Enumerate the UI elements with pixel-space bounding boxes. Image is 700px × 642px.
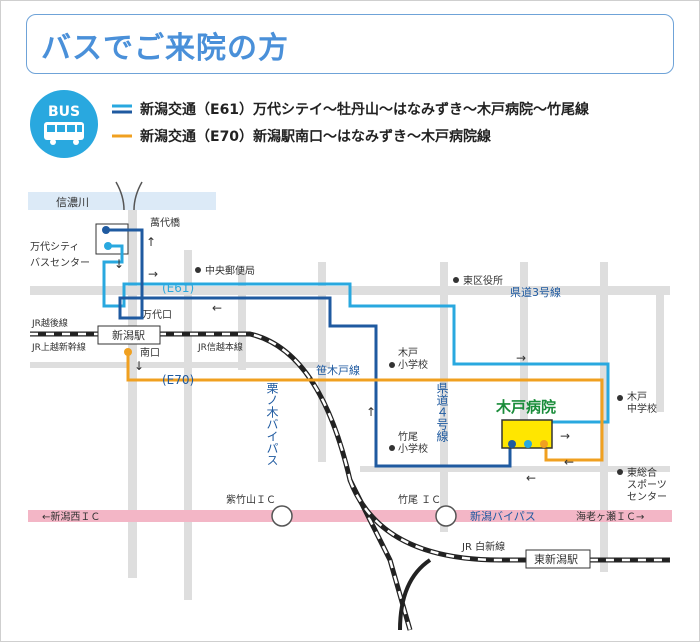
kido-elem-label-2: 小学校 — [398, 358, 428, 371]
east-ward-office-label: 東区役所 — [463, 274, 503, 287]
river-label: 信濃川 — [56, 195, 89, 209]
takeo-ic-marker — [435, 505, 457, 527]
east-ward-office-marker — [453, 277, 459, 283]
legend-e61-label: 新潟交通（E61）万代シテイ〜牡丹山〜はなみずき〜木戸病院〜竹尾線 — [140, 101, 589, 118]
kido-elem-marker — [389, 362, 395, 368]
bandai-center-label-1: 万代シティ — [30, 241, 79, 253]
post-office-label: 中央郵便局 — [205, 264, 255, 277]
legend-e70: 新潟交通（E70）新潟駅南口〜はなみずき〜木戸病院線 — [112, 128, 491, 145]
jr-echigo-label: JR越後線 — [31, 317, 68, 329]
e61-outbound-start-marker — [104, 242, 112, 250]
hospital-label: 木戸病院 — [495, 398, 556, 416]
minami-guchi-label: 南口 — [140, 346, 160, 359]
higashi-niigata-station — [525, 549, 591, 569]
svg-text:↑: ↑ — [146, 235, 156, 249]
niigata-station — [97, 325, 161, 345]
post-office-marker — [195, 267, 201, 273]
ebigase-ic-label: 海老ヶ瀬ＩＣ→ — [576, 510, 644, 523]
niigata-bypass-label: 新潟バイパス — [470, 509, 536, 523]
takeo-elem-label-1: 竹尾 — [398, 430, 418, 443]
sasakido-line-label: 笹木戸線 — [316, 363, 360, 377]
svg-text:→: → — [516, 351, 526, 365]
jr-shinetsu-label: JR信越本線 — [197, 341, 243, 353]
niigata-station-label: 新潟駅 — [112, 328, 145, 342]
svg-text:←: ← — [212, 301, 222, 315]
nishi-ic-label: ←新潟西ＩＣ — [42, 510, 100, 523]
sports-center-label-2: スポーツ — [627, 479, 667, 491]
bandai-center-label-2: バスセンター — [30, 257, 90, 269]
legend-e61: 新潟交通（E61）万代シテイ〜牡丹山〜はなみずき〜木戸病院〜竹尾線 — [112, 101, 589, 118]
takeo-ic-label: 竹尾 ＩＣ — [398, 493, 441, 506]
bandai-guchi-label: 万代口 — [142, 309, 172, 321]
route-e70 — [126, 352, 604, 462]
street-grid — [30, 210, 670, 600]
sports-center-label-1: 東総合 — [627, 466, 657, 479]
jr-hakushin-label: JR 白新線 — [461, 540, 505, 553]
shiwaka-ic-label: 紫竹山ＩＣ — [226, 493, 276, 506]
prefectural-road-3-label: 県道3号線 — [510, 285, 561, 299]
svg-text:←: ← — [564, 455, 574, 469]
jr-joetsu-label: JR上越新幹線 — [31, 341, 86, 353]
niigata-bypass-road — [28, 510, 672, 522]
bus-badge-label: BUS — [48, 104, 80, 120]
sports-center-marker — [617, 469, 623, 475]
svg-text:↓: ↓ — [134, 359, 144, 373]
kido-jhs-label-2: 中学校 — [627, 402, 657, 415]
hospital-stop-e61-return — [508, 440, 516, 448]
sports-center-label-3: センター — [627, 491, 667, 503]
direction-arrows: ↑ ↓ → ← ↓ ↑ → → ← ← — [114, 235, 574, 485]
takeo-elem-label-2: 小学校 — [398, 442, 428, 455]
bus-icon: BUS — [30, 90, 98, 158]
prefectural-road-4-label: 県道４号線 — [435, 382, 449, 442]
hospital-stop-e61 — [524, 440, 532, 448]
kido-elem-label-1: 木戸 — [398, 347, 418, 359]
svg-text:↑: ↑ — [366, 405, 376, 419]
route-e61-outbound — [102, 244, 610, 446]
title-box: バスでご来院の方 — [26, 14, 674, 74]
kurinoki-bypass-label: 栗ノ木バイパス — [265, 382, 279, 466]
hospital-stop-e70 — [540, 440, 548, 448]
takeo-elem-marker — [389, 445, 395, 451]
route-e61-return — [106, 228, 512, 468]
shiwaka-ic-marker — [271, 505, 293, 527]
bridge — [115, 181, 143, 211]
railways — [30, 331, 670, 631]
legend-e70-label: 新潟交通（E70）新潟駅南口〜はなみずき〜木戸病院線 — [140, 128, 491, 145]
svg-text:→: → — [560, 429, 570, 443]
route-e61-label: (E61) — [162, 281, 194, 295]
river — [28, 192, 216, 210]
svg-text:→: → — [148, 267, 158, 281]
svg-text:↓: ↓ — [114, 257, 124, 271]
svg-text:←: ← — [526, 471, 536, 485]
higashi-niigata-label: 東新潟駅 — [534, 552, 578, 566]
kido-jhs-marker — [617, 395, 623, 401]
e70-start-marker — [124, 348, 132, 356]
bridge-label: 萬代橋 — [150, 216, 180, 229]
page-title: バスでご来院の方 — [41, 31, 289, 66]
kido-jhs-label-1: 木戸 — [627, 391, 647, 403]
e61-return-start-marker — [102, 226, 110, 234]
route-e70-label: (E70) — [162, 373, 194, 387]
